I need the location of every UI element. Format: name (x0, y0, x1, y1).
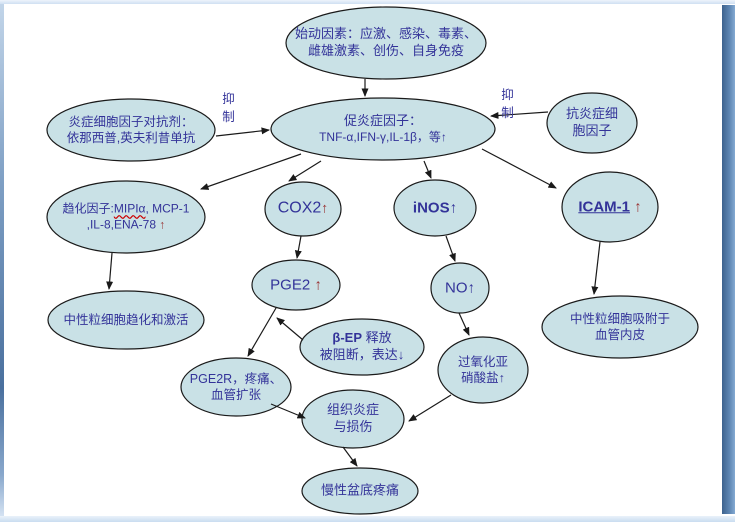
arrow-tissue-to-pelvic (342, 446, 358, 467)
bep-line2: 被阻断，表达↓ (319, 347, 405, 362)
node-icam1-label: ICAM-1 ↑ (578, 198, 642, 216)
pro-inflammatory-line2: TNF-α,IFN-γ,IL-1β，等↑ (319, 129, 447, 144)
up-arrow: ↑ (449, 199, 458, 217)
node-adhesion-label: 中性粒细胞吸附于 血管内皮 (570, 311, 670, 344)
up-arrow: ↑ (634, 198, 642, 216)
up-arrow: ↑ (467, 279, 476, 297)
page-border-bottom (0, 516, 735, 522)
node-chemokine-label: 趋化因子:MIPIα, MCP-1 ,IL-8,ENA-78 ↑ (63, 201, 190, 232)
chemokine-line2: ,IL-8,ENA-78 ↑ (86, 217, 166, 231)
node-inos-ellipse (393, 179, 477, 237)
start-factors-line2: 雌雄激素、创伤、自身免疫 (307, 43, 465, 58)
node-chemokine-ellipse (46, 180, 206, 254)
arrow-antagonist-to-pro (215, 127, 270, 137)
node-no-label: NO↑ (445, 279, 476, 297)
antagonist-line2: 依那西普,英夫利昔单抗 (66, 131, 196, 145)
node-tissue-ellipse (301, 389, 405, 449)
node-bep-ellipse (299, 318, 425, 376)
arrow-pro-to-inos (423, 160, 432, 179)
anti-inflammatory-line1: 抗炎症细 (565, 106, 619, 122)
arrow-inos-to-no (445, 235, 456, 262)
node-adhesion-ellipse (541, 295, 699, 359)
node-chemotaxis-label: 中性粒细胞趋化和激活 (63, 312, 189, 327)
start-factors-line1: 始动因素：应激、感染、毒素、 (294, 26, 478, 42)
node-pelvic-pain-ellipse (301, 467, 419, 515)
node-cox2-ellipse (264, 181, 342, 237)
node-start-factors-ellipse (285, 6, 487, 80)
peroxynitrite-line1: 过氧化亚 (457, 354, 509, 369)
node-pro-inflammatory-ellipse (270, 97, 496, 161)
node-peroxynitrite-ellipse (437, 336, 529, 404)
node-chemotaxis-ellipse (47, 290, 205, 350)
peroxynitrite-line2: 硝酸盐↑ (461, 371, 505, 385)
up-arrow: ↑ (314, 276, 322, 294)
antagonist-line1: 炎症细胞因子对抗剂： (68, 114, 194, 129)
arrow-chemokine-to-chemotaxis (106, 252, 114, 290)
node-peroxynitrite-label: 过氧化亚 硝酸盐↑ (458, 354, 508, 387)
misspelled-term: MIPIα (113, 201, 146, 216)
node-antagonist-label: 炎症细胞因子对抗剂： 依那西普,英夫利昔单抗 (67, 114, 195, 147)
page-border-left (0, 4, 4, 516)
node-anti-inflammatory-ellipse (546, 92, 638, 154)
node-icam1-ellipse (561, 171, 659, 243)
arrow-no-to-peroxynitrite (458, 312, 470, 336)
pro-inflammatory-line1: 促炎症因子： (343, 112, 422, 128)
adhesion-line2: 血管内皮 (594, 328, 646, 342)
node-no-ellipse (430, 262, 490, 314)
arrow-pro-to-icam (481, 148, 557, 189)
arrow-pro-to-cox2 (288, 160, 322, 182)
arrow-icam-to-adhesion (591, 241, 601, 295)
adhesion-line1: 中性粒细胞吸附于 (569, 311, 671, 326)
node-pro-inflammatory-label: 促炎症因子： TNF-α,IFN-γ,IL-1β，等↑ (319, 113, 447, 145)
up-arrow: ↑ (498, 371, 505, 385)
arrow-cox2-to-pge2 (294, 235, 302, 259)
tissue-line1: 组织炎症 (326, 402, 380, 418)
arrow-pro-to-chemokine (200, 153, 302, 190)
node-pelvic-pain-label: 慢性盆底疼痛 (320, 482, 400, 498)
node-pge2-ellipse (251, 259, 341, 311)
anti-inflammatory-line2: 胞因子 (572, 123, 612, 138)
node-pge2r-label: PGE2R，疼痛、 血管扩张 (190, 371, 282, 404)
up-arrow: ↑ (440, 129, 447, 144)
node-tissue-label: 组织炎症 与损伤 (327, 402, 379, 436)
node-cox2-label: COX2↑ (277, 199, 329, 217)
pge2r-line1: PGE2R，疼痛、 (189, 371, 283, 386)
node-anti-inflammatory-label: 抗炎症细 胞因子 (566, 106, 618, 140)
node-start-factors-label: 始动因素：应激、感染、毒素、 雌雄激素、创伤、自身免疫 (295, 26, 477, 60)
arrow-peroxynitrite-to-tissue (408, 394, 452, 422)
arrow-pge2r-to-tissue (270, 403, 306, 419)
down-arrow: ↓ (397, 347, 405, 362)
inhibit-label-left: 抑制 (222, 92, 235, 125)
arrow-anti-to-pro (490, 111, 549, 119)
tissue-line2: 与损伤 (333, 419, 373, 434)
node-bep-label: β-EP 释放 被阻断，表达↓ (320, 330, 405, 364)
page-border-right (722, 5, 735, 514)
node-inos-label: iNOS↑ (412, 199, 458, 217)
node-pge2r-ellipse (180, 357, 292, 417)
page-border-top (0, 0, 735, 4)
chemokine-line1: 趋化因子:MIPIα, MCP-1 (62, 201, 190, 216)
up-arrow: ↑ (321, 199, 329, 216)
node-pge2-label: PGE2 ↑ (270, 276, 322, 294)
arrow-pge2-to-pge2r (247, 307, 277, 357)
node-antagonist-ellipse (46, 98, 216, 162)
arrow-bep-blocks-pge2 (276, 317, 304, 341)
inhibit-label-right: 抑制 (501, 88, 514, 121)
up-arrow: ↑ (159, 217, 166, 231)
bep-line1: β-EP 释放 (332, 330, 392, 346)
pge2r-line2: 血管扩张 (210, 388, 262, 402)
